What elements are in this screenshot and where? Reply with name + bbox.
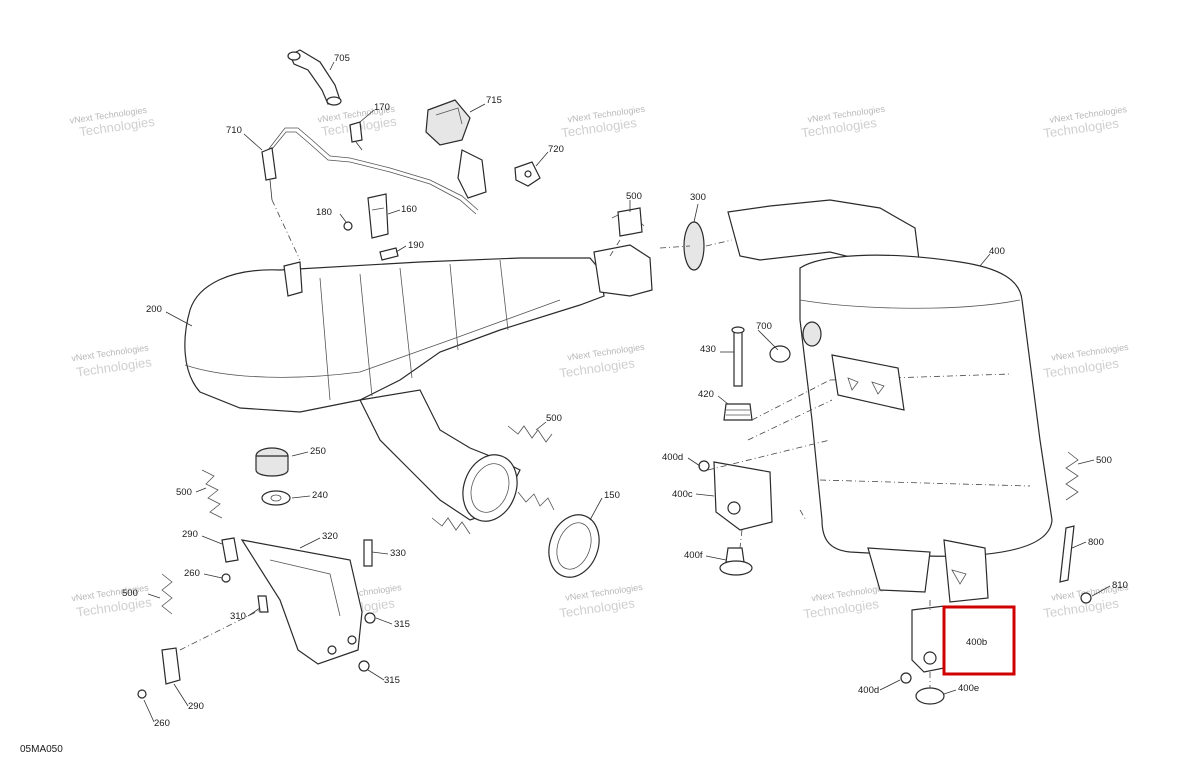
part-240-washer <box>261 490 291 506</box>
part-500-spring-left <box>161 469 223 615</box>
part-260-nut <box>137 573 231 699</box>
callout-430: 430 <box>700 344 716 355</box>
part-400c-bracket <box>713 461 773 531</box>
part-190-clip <box>379 247 399 261</box>
callout-315: 315 <box>384 675 400 686</box>
callout-260: 260 <box>154 718 170 729</box>
callout-180: 180 <box>316 207 332 218</box>
callout-420: 420 <box>698 389 714 400</box>
part-250-cap <box>255 447 289 477</box>
callout-500: 500 <box>546 413 562 424</box>
callout-705: 705 <box>334 53 350 64</box>
part-lower-bracket <box>943 539 989 603</box>
part-310-bolt <box>257 595 269 613</box>
part-290-bracket <box>161 537 239 685</box>
callout-400c: 400c <box>672 489 693 500</box>
callout-315: 315 <box>394 619 410 630</box>
part-710-sensor-harness <box>261 127 479 215</box>
part-150-clamp <box>548 514 600 578</box>
highlight-box-400b <box>942 605 1016 676</box>
callout-150: 150 <box>604 490 620 501</box>
callout-290: 290 <box>188 701 204 712</box>
callout-500: 500 <box>122 588 138 599</box>
part-500-spring-right <box>1065 451 1079 501</box>
callout-170: 170 <box>374 102 390 113</box>
watermark: vNext Technologies Technologies <box>800 104 886 141</box>
watermark: vNext Technologies Technologies <box>802 582 889 621</box>
callout-810: 810 <box>1112 580 1128 591</box>
callout-800: 800 <box>1088 537 1104 548</box>
callout-200: 200 <box>146 304 162 315</box>
watermark: vNext Technologies Technologies <box>71 342 153 379</box>
watermark: vNext Technologies Technologies <box>71 582 153 619</box>
diagram-code: 05MA050 <box>20 744 63 755</box>
watermark: vNext Technologies Technologies <box>558 342 645 381</box>
callout-400e: 400e <box>958 683 979 694</box>
callout-720: 720 <box>548 144 564 155</box>
callout-310: 310 <box>230 611 246 622</box>
callout-250: 250 <box>310 446 326 457</box>
callout-160: 160 <box>401 204 417 215</box>
callout-190: 190 <box>408 240 424 251</box>
callout-400d: 400d <box>858 685 879 696</box>
part-430-bolt <box>731 326 745 387</box>
part-720-connector <box>514 161 541 187</box>
callout-300: 300 <box>690 192 706 203</box>
callout-700: 700 <box>756 321 772 332</box>
callout-500: 500 <box>1096 455 1112 466</box>
part-315-nut <box>358 612 376 672</box>
watermark: vNext Technologies Technologies <box>1042 104 1128 141</box>
part-400d-screw <box>698 460 912 684</box>
part-810-fastener <box>1080 592 1092 604</box>
part-200-tuned-pipe <box>184 244 653 522</box>
watermark: vNext Technologies Technologies <box>69 105 156 140</box>
part-705-hose <box>287 49 342 106</box>
callout-290: 290 <box>182 529 198 540</box>
callout-400d: 400d <box>662 452 683 463</box>
part-bracket-upper <box>831 354 905 411</box>
callout-400b: 400b <box>966 637 987 648</box>
callout-330: 330 <box>390 548 406 559</box>
callout-710: 710 <box>226 125 242 136</box>
part-400b-bracket <box>911 605 945 673</box>
callout-400: 400 <box>989 246 1005 257</box>
callout-260: 260 <box>184 568 200 579</box>
part-500-spring <box>611 207 645 237</box>
part-500-spring-mid <box>431 425 555 535</box>
callout-labels: 705 715 170 710 720 500 300 180 160 190 … <box>122 53 1128 729</box>
watermark: vNext Technologies Technologies <box>1042 342 1129 381</box>
part-400e-mount <box>915 687 945 705</box>
part-400f-mount <box>719 547 753 576</box>
watermark: vNext Technologies Technologies <box>560 104 646 141</box>
callout-240: 240 <box>312 490 328 501</box>
part-330-bolt <box>363 539 373 567</box>
part-715-cover <box>425 99 487 199</box>
part-160-bracket <box>367 193 389 239</box>
part-800-spring-arm <box>1059 525 1075 583</box>
part-320-bracket <box>240 539 363 665</box>
part-420-spring <box>723 403 753 421</box>
callout-715: 715 <box>486 95 502 106</box>
part-700-grommet <box>769 321 822 363</box>
part-170-sensor <box>349 121 363 151</box>
callout-500: 500 <box>176 487 192 498</box>
watermark: vNext Technologies Technologies <box>558 582 643 621</box>
part-180-screw <box>343 221 353 231</box>
callout-400f: 400f <box>684 550 703 561</box>
leader-lines <box>143 61 1111 723</box>
callout-500: 500 <box>626 191 642 202</box>
callout-320: 320 <box>322 531 338 542</box>
